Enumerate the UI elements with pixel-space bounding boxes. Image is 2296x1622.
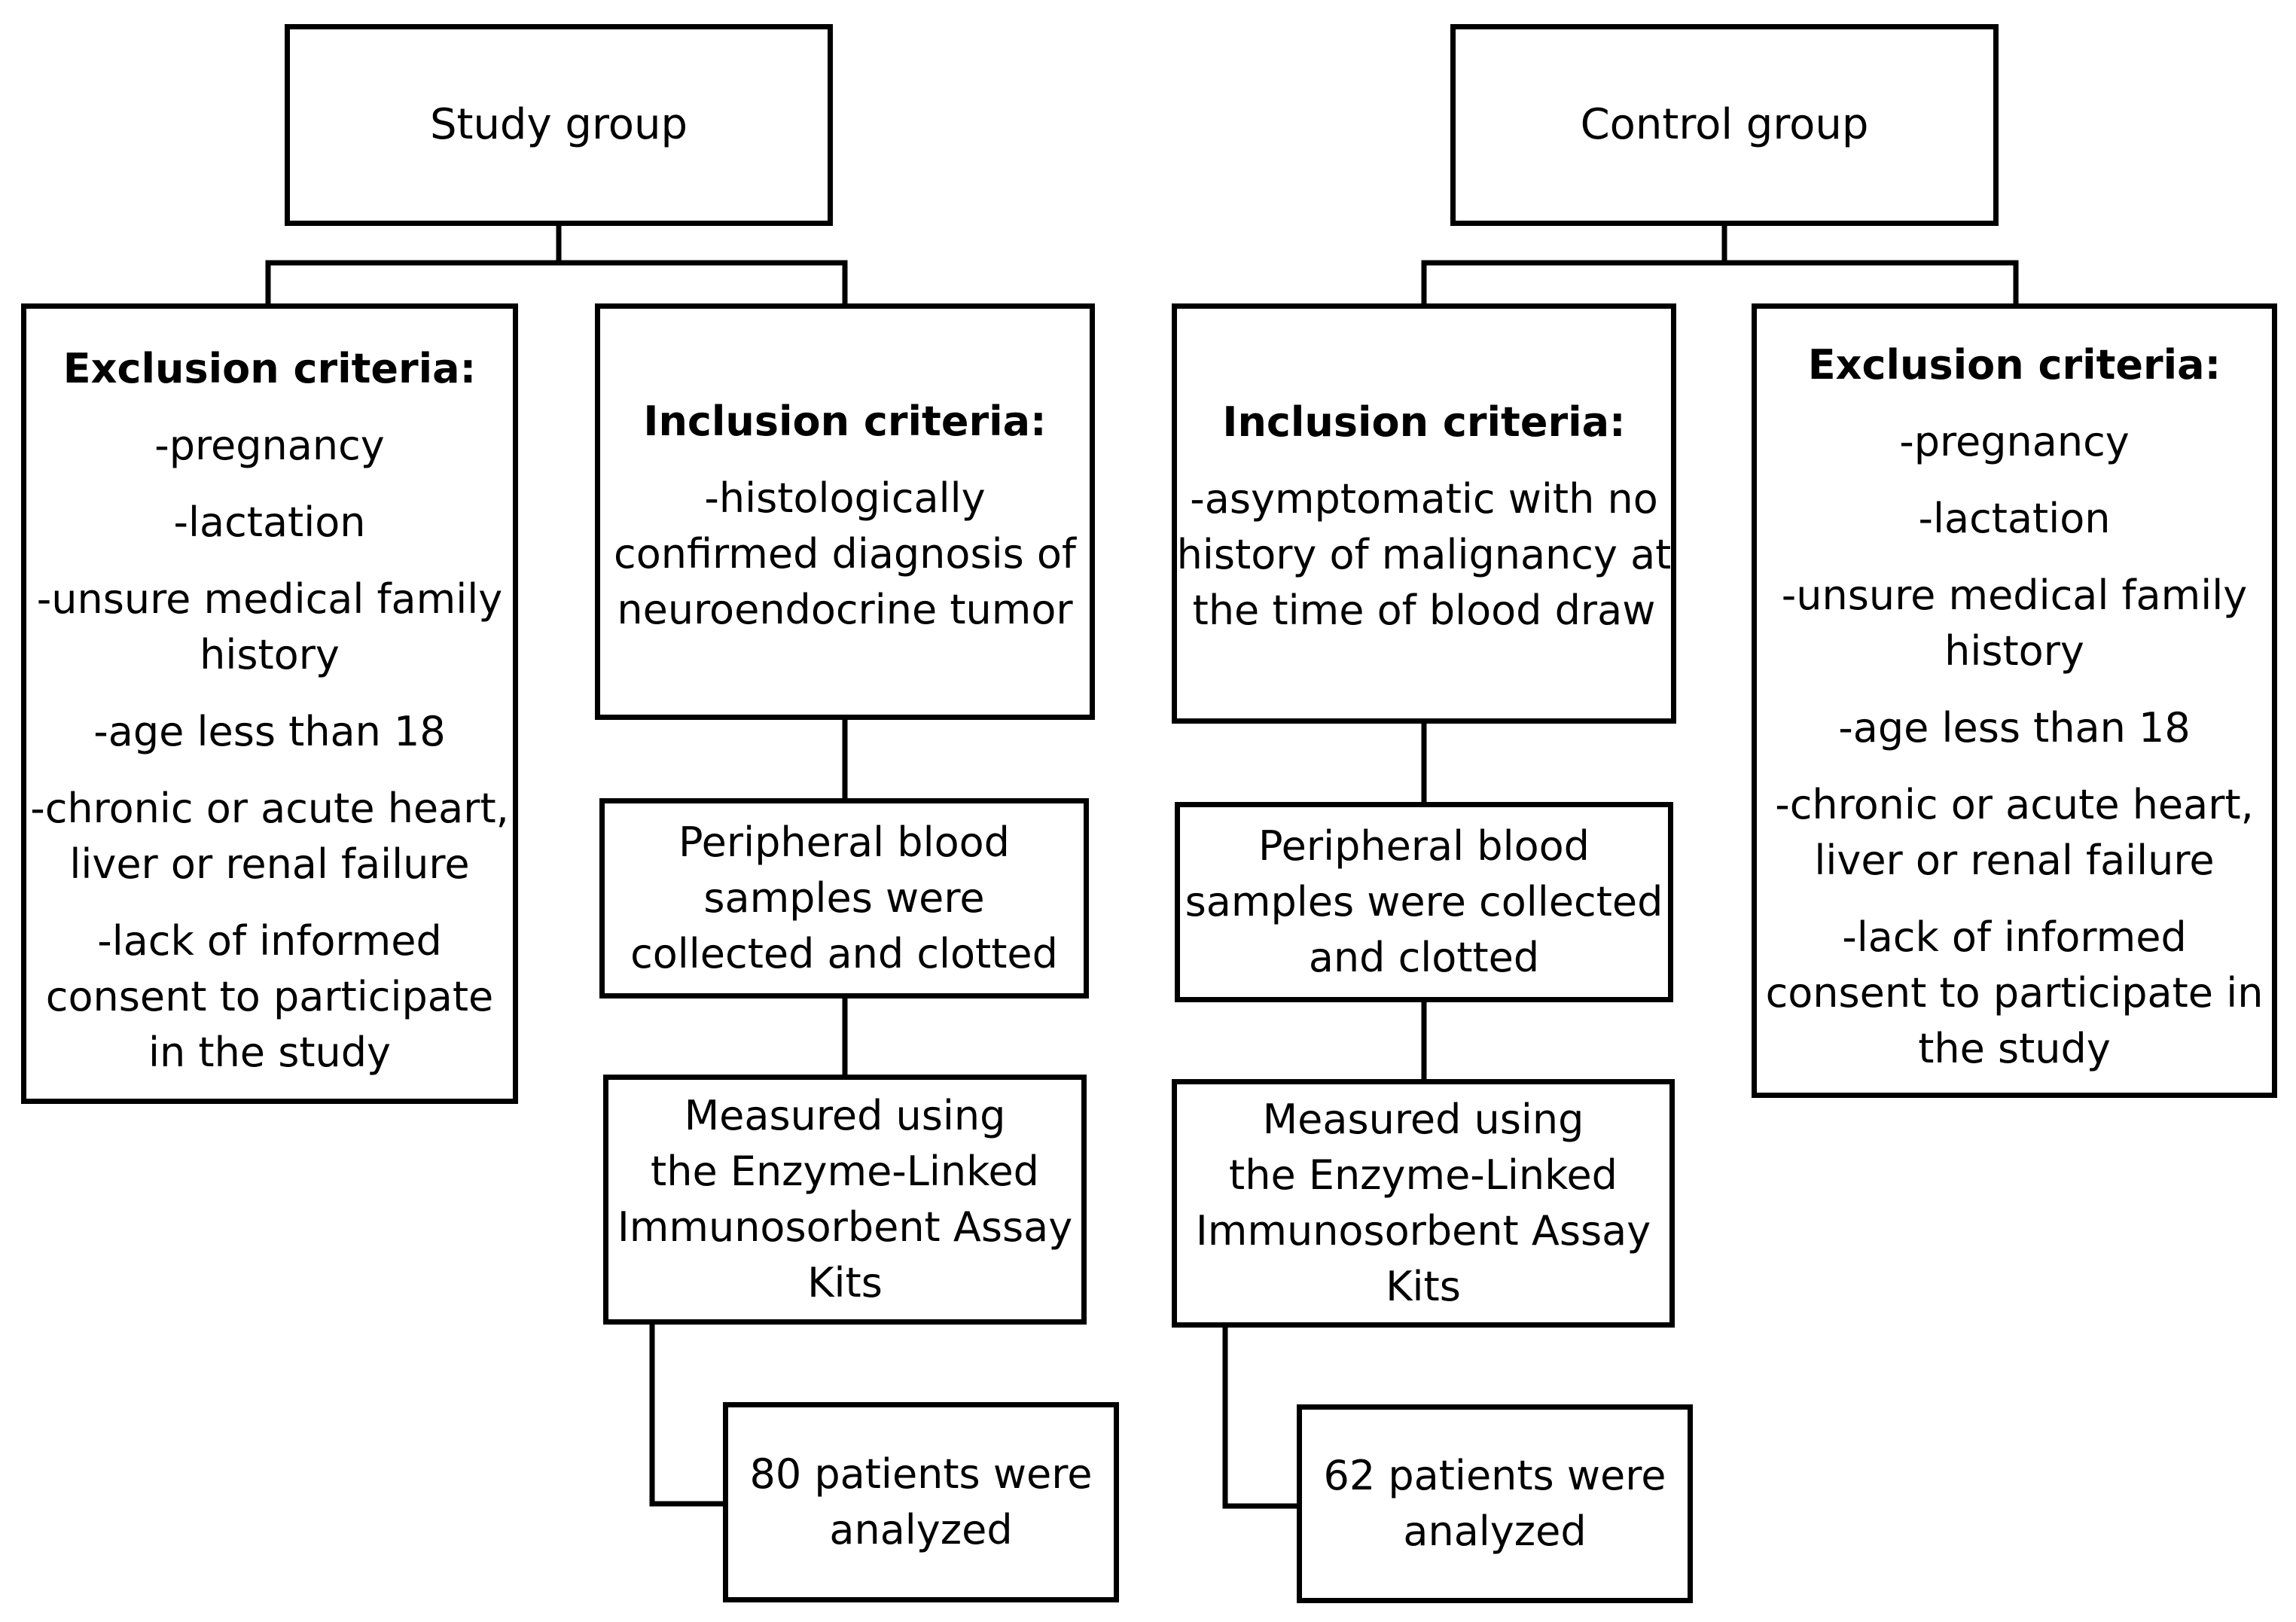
study-inclusion-heading: Inclusion criteria: — [643, 398, 1047, 445]
study-exclusion-item: -chronic or acute heart, liver or renal … — [30, 785, 509, 888]
study-exclusion-item: -lack of informed consent to participate… — [45, 917, 494, 1076]
study-measured-to-result — [649, 1319, 728, 1507]
study-exclusion-item: -lactation — [173, 498, 366, 546]
control-exclusion-item: -age less than 18 — [1838, 704, 2191, 752]
control-exclusion-item: -lack of informed consent to participate… — [1765, 913, 2264, 1072]
control-group-title: Control group — [1580, 100, 1869, 149]
study-exclusion-box: Exclusion criteria: -pregnancy -lactatio… — [21, 303, 518, 1104]
control-exclusion-item: -chronic or acute heart, liver or renal … — [1775, 781, 2254, 884]
study-branch-to-inclusion — [556, 260, 848, 307]
control-inclusion-heading: Inclusion criteria: — [1222, 398, 1626, 446]
control-inclusion-box: Inclusion criteria: -asymptomatic with n… — [1172, 303, 1676, 724]
control-result-box: 62 patients were analyzed — [1297, 1404, 1693, 1603]
study-exclusion-item: -pregnancy — [154, 422, 385, 469]
study-result-box: 80 patients were analyzed — [723, 1402, 1119, 1602]
study-exclusion-item: -unsure medical family history — [36, 575, 503, 678]
control-branch-to-exclusion — [1721, 260, 2019, 307]
study-inclusion-text: -histologically confirmed diagnosis of n… — [614, 474, 1076, 633]
control-exclusion-box: Exclusion criteria: -pregnancy -lactatio… — [1752, 303, 2277, 1098]
control-title-to-branches — [1421, 221, 1727, 307]
study-inclusion-box: Inclusion criteria: -histologically conf… — [595, 303, 1095, 720]
study-title-to-branches — [265, 221, 562, 307]
study-measured-box: Measured using the Enzyme-Linked Immunos… — [603, 1075, 1087, 1325]
study-group-box: Study group — [285, 24, 833, 226]
control-exclusion-item: -pregnancy — [1899, 418, 2130, 465]
study-samples-box: Peripheral blood samples were collected … — [599, 798, 1089, 999]
control-measured-to-result — [1222, 1322, 1302, 1509]
control-samples-box: Peripheral blood samples were collected … — [1175, 802, 1673, 1002]
control-group-box: Control group — [1450, 24, 1999, 226]
control-exclusion-item: -lactation — [1918, 495, 2111, 542]
control-inclusion-text: -asymptomatic with no history of maligna… — [1176, 475, 1672, 634]
study-exclusion-heading: Exclusion criteria: — [63, 345, 477, 392]
study-exclusion-item: -age less than 18 — [93, 708, 446, 755]
control-exclusion-item: -unsure medical family history — [1781, 572, 2248, 675]
control-measured-box: Measured using the Enzyme-Linked Immunos… — [1172, 1079, 1675, 1328]
study-group-title: Study group — [429, 100, 688, 149]
control-exclusion-heading: Exclusion criteria: — [1807, 341, 2221, 389]
